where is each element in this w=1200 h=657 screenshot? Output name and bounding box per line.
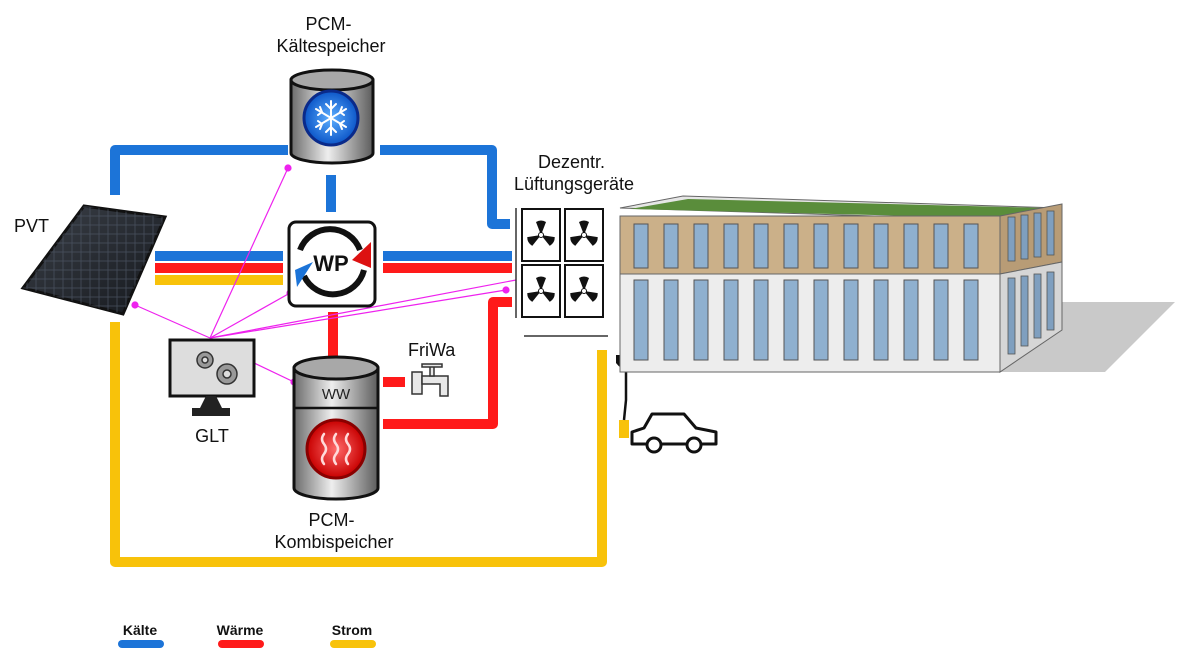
control-lines [131, 164, 517, 386]
pcm-cold-label: PCM- Kältespeicher [276, 14, 385, 56]
legend-swatch [118, 640, 164, 648]
window [1020, 275, 1029, 347]
legend-label: Wärme [217, 622, 264, 638]
pcm-combi-storage: WW [292, 355, 380, 501]
pvt-label: PVT [14, 216, 49, 236]
glt-label: GLT [195, 426, 229, 446]
legend-label: Kälte [123, 622, 157, 638]
window [1007, 277, 1016, 355]
heat-waves-icon [320, 432, 352, 466]
window [693, 279, 709, 361]
window [873, 279, 889, 361]
window [633, 223, 649, 269]
window [843, 223, 859, 269]
legend-swatch [218, 640, 264, 648]
window [633, 279, 649, 361]
heat-pump: WP [287, 220, 377, 308]
window [933, 279, 949, 361]
pcm-combi-label: PCM- Kombispeicher [274, 510, 393, 552]
window [753, 223, 769, 269]
pvt-panel [20, 204, 168, 316]
window [1033, 273, 1042, 339]
solar-panel-icon [20, 204, 168, 316]
window [933, 223, 949, 269]
window [753, 279, 769, 361]
fan-icon [521, 264, 561, 318]
cold-pipe-storage-vent [380, 145, 510, 229]
wp-label: WP [313, 251, 348, 276]
power-pipe-main-loop [110, 322, 607, 567]
heat-pump-icon: WP [295, 226, 371, 298]
window [1020, 214, 1029, 260]
car-icon [630, 412, 718, 454]
window [663, 279, 679, 361]
heat-pipes [155, 263, 512, 429]
window [1046, 210, 1055, 256]
window [903, 279, 919, 361]
glt-controller [168, 338, 256, 416]
fan-icon [564, 264, 604, 318]
window [963, 279, 979, 361]
window [843, 279, 859, 361]
window [693, 223, 709, 269]
vent-label: Dezentr. Lüftungsgeräte [514, 152, 634, 194]
window [963, 223, 979, 269]
ww-label: WW [322, 386, 351, 403]
legend: Kälte Wärme Strom [118, 622, 376, 648]
pcm-cold-storage [289, 68, 375, 165]
window [903, 223, 919, 269]
gear-icon [196, 351, 238, 385]
window [873, 223, 889, 269]
window [783, 279, 799, 361]
cold-pipes [110, 145, 512, 261]
fan-icon [521, 208, 561, 262]
window [813, 223, 829, 269]
faucet-icon [411, 363, 449, 397]
window [1046, 271, 1055, 331]
window [663, 223, 679, 269]
window [1007, 216, 1016, 262]
friwa-label: FriWa [408, 340, 456, 360]
fan-icon [564, 208, 604, 262]
snowflake-icon [315, 100, 347, 136]
window [813, 279, 829, 361]
ventilation-units [521, 208, 604, 318]
legend-swatch [330, 640, 376, 648]
power-pipes [110, 275, 629, 567]
window [723, 223, 739, 269]
heat-pipe-combi-vent [383, 297, 512, 429]
window [783, 223, 799, 269]
building-icon [619, 195, 1175, 373]
window [723, 279, 739, 361]
window [1033, 212, 1042, 258]
cold-pipe-pvt-storage [110, 145, 288, 195]
legend-label: Strom [332, 622, 372, 638]
